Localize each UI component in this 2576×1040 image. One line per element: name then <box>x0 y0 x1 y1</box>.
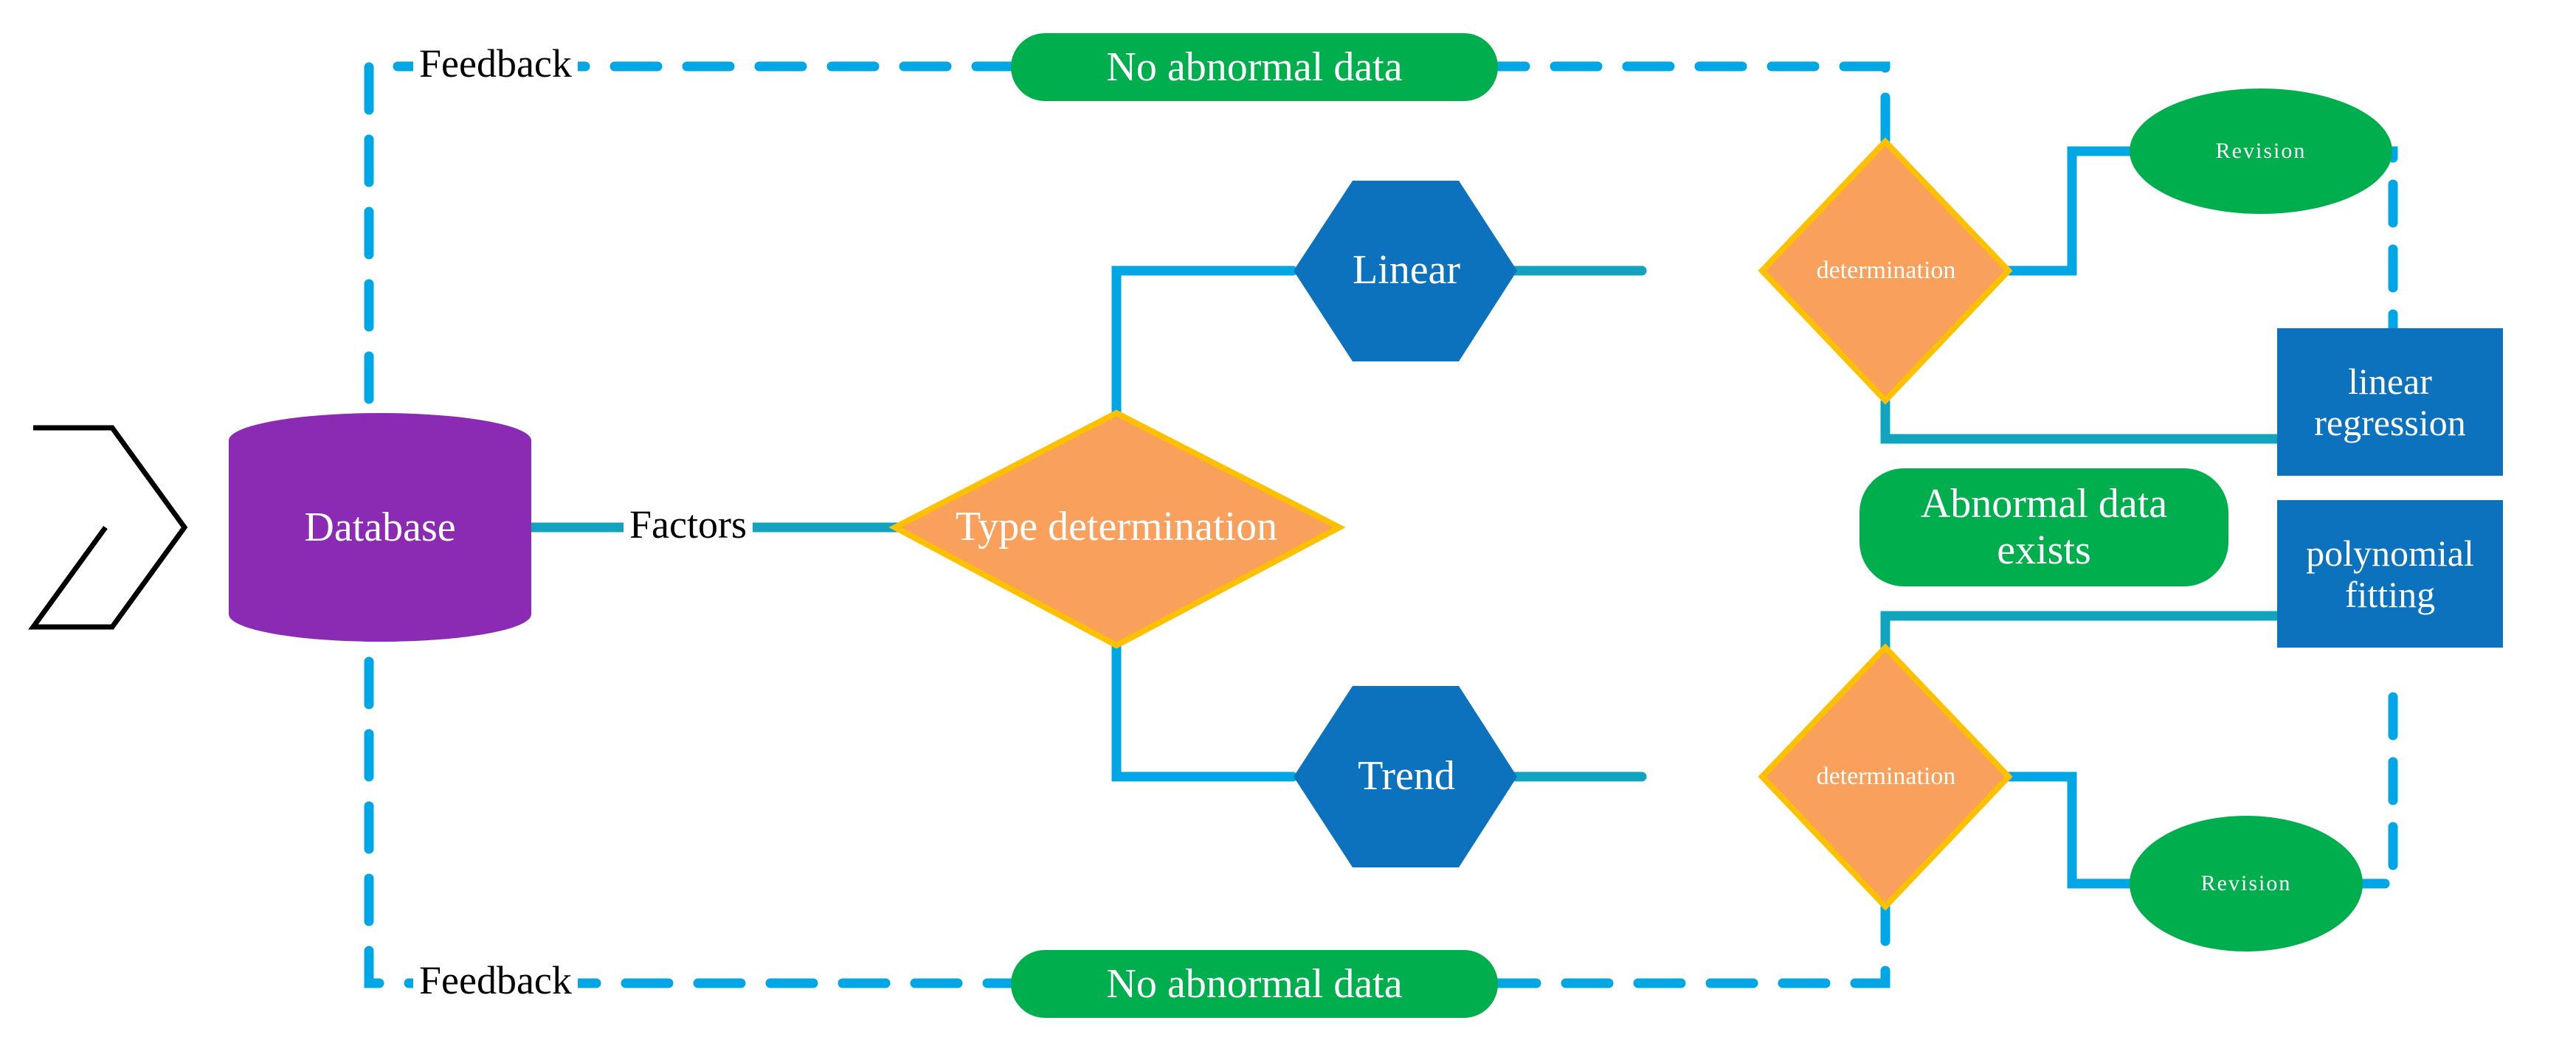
database-label: Database <box>304 504 456 550</box>
revision-bottom-node[interactable]: Revision <box>2130 816 2363 951</box>
factors-label: Factors <box>624 502 753 547</box>
no-abnormal-data-top-node[interactable]: No abnormal data <box>1011 33 1498 101</box>
feedback-bottom-label: Feedback <box>413 957 578 1003</box>
linear-regression-node[interactable]: linear regression <box>2277 328 2503 476</box>
trend-hexagon[interactable] <box>1294 686 1517 867</box>
abnormal-data-exists-line2: exists <box>1997 527 2091 573</box>
wire-feedback-bottom <box>364 637 1890 988</box>
wire-determination-bottom-to-revision <box>2000 772 2136 889</box>
no-abnormal-data-bottom-node[interactable]: No abnormal data <box>1011 950 1498 1018</box>
abnormal-data-exists-line1: Abnormal data <box>1920 481 2168 527</box>
wire-type-to-linear <box>1111 266 1298 422</box>
polynomial-fitting-line1: polynomial <box>2306 533 2474 574</box>
input-chevron-icon <box>28 425 188 630</box>
determination-diamond-top[interactable] <box>1758 137 2013 405</box>
wire-polynomial-to-revision-bottom <box>2356 692 2398 889</box>
linear-regression-line1: linear <box>2348 361 2432 402</box>
linear-regression-line2: regression <box>2314 402 2466 443</box>
type-determination-diamond[interactable] <box>888 409 1346 649</box>
wire-type-to-trend <box>1111 637 1298 782</box>
wire-feedback-top <box>364 61 1890 455</box>
linear-hexagon[interactable] <box>1294 181 1517 361</box>
revision-top-node[interactable]: Revision <box>2130 89 2392 214</box>
wire-determination-top-to-revision <box>2000 146 2136 276</box>
polynomial-fitting-node[interactable]: polynomial fitting <box>2277 500 2503 648</box>
determination-diamond-bottom[interactable] <box>1758 643 2013 911</box>
wire-determination-top-to-linear-regression <box>1880 397 2284 444</box>
wire-determination-bottom-to-polynomial <box>1880 611 2284 653</box>
feedback-top-label: Feedback <box>413 41 578 86</box>
polynomial-fitting-line2: fitting <box>2344 574 2436 615</box>
database-node[interactable]: Database <box>229 413 531 642</box>
abnormal-data-exists-node[interactable]: Abnormal data exists <box>1860 468 2228 586</box>
